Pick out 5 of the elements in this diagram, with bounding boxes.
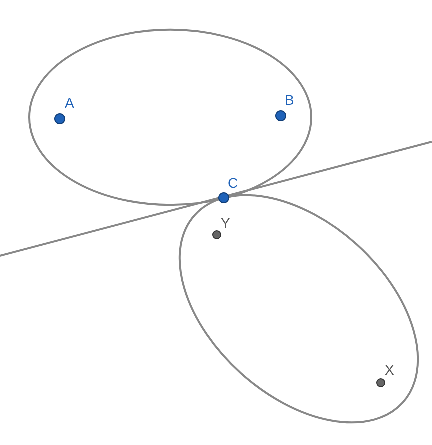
point-label: X xyxy=(385,363,394,377)
point-label: A xyxy=(65,96,74,110)
point-label: Y xyxy=(221,216,230,230)
point-label: C xyxy=(228,176,238,190)
point-label: B xyxy=(285,93,294,107)
